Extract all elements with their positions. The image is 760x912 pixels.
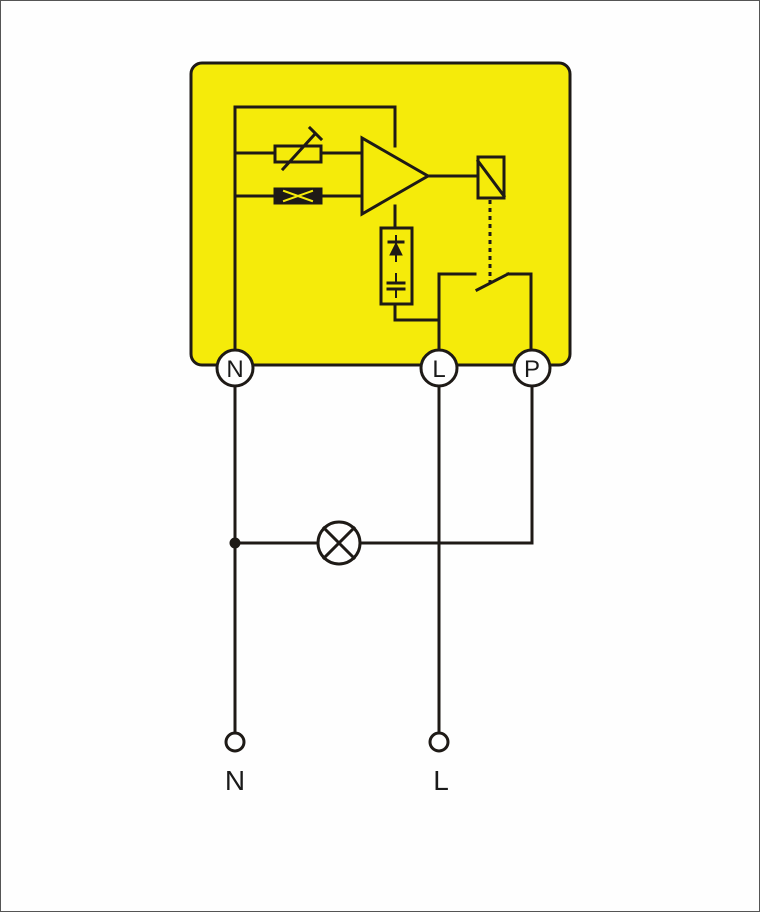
- variable-resistor-arrow-tip: [307, 125, 324, 142]
- junction-dot: [229, 537, 241, 549]
- relay-coil-diagonal: [475, 158, 507, 199]
- variable-resistor-icon: [273, 144, 323, 164]
- terminal-n: [215, 348, 255, 388]
- supply-terminal-l: [428, 731, 450, 753]
- terminal-l-label: L: [432, 356, 445, 383]
- terminal-p: [512, 348, 552, 388]
- amplifier-icon: [360, 135, 432, 217]
- lamp-cross: [321, 525, 357, 561]
- terminal-l: [419, 348, 459, 388]
- relay-coil-icon: [476, 155, 506, 200]
- photo-sensor-mark: [282, 189, 314, 203]
- supply-n-label: N: [225, 765, 245, 796]
- supply-terminal-n: [224, 731, 246, 753]
- l-bus-wire: [437, 272, 477, 352]
- supply-return-wire: [393, 302, 441, 322]
- n-bus-wire: [233, 105, 397, 352]
- terminal-p-label: P: [524, 356, 540, 383]
- terminal-n-label: N: [226, 356, 243, 383]
- supply-l-label: L: [433, 765, 449, 796]
- lamp-wire-p: [358, 384, 534, 545]
- relay-switch-icon: [474, 271, 511, 293]
- p-wire: [506, 272, 533, 352]
- variable-resistor-arrow: [280, 131, 318, 172]
